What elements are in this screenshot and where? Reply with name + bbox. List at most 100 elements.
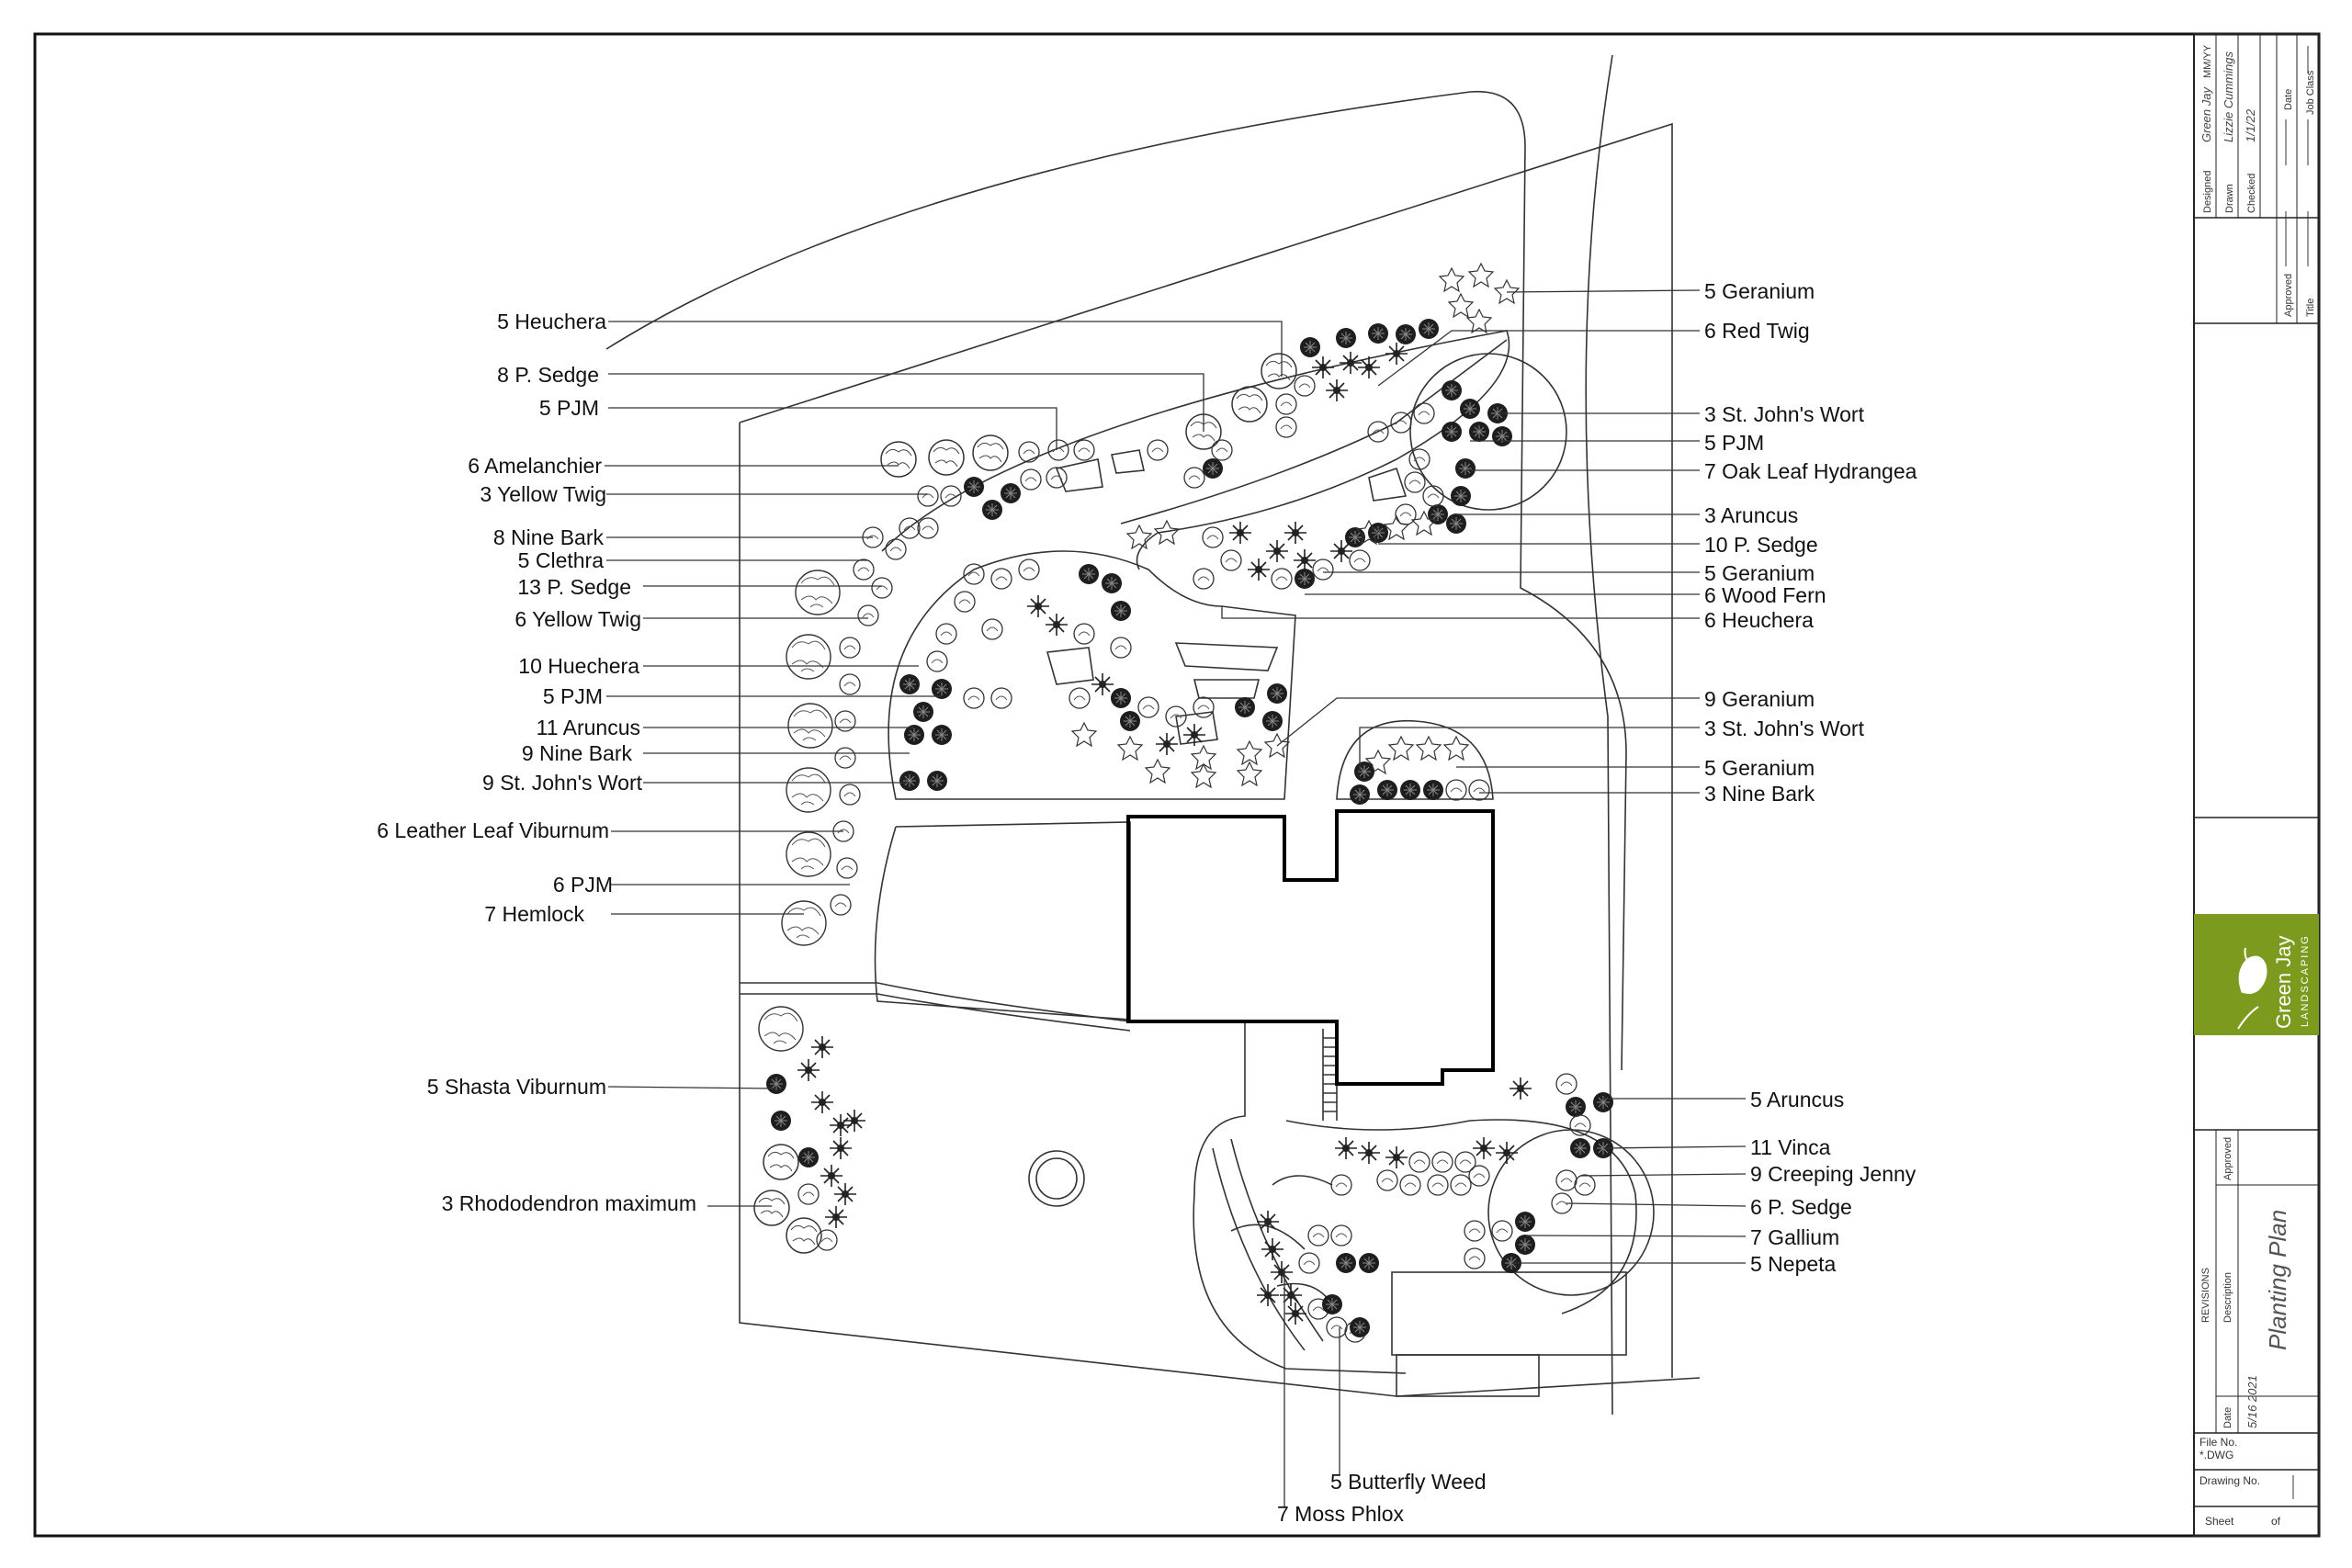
drawing-no-label: Drawing No.: [2199, 1474, 2260, 1487]
label-bottom-moss-phlox: 7 Moss Phlox: [1277, 1502, 1405, 1526]
drawn-value: Lizzie Cummings: [2222, 51, 2235, 142]
label-left-p-sedge: 8 P. Sedge: [497, 363, 599, 387]
label-left-aruncus: 11 Aruncus: [537, 716, 640, 739]
label-right-pjm: 5 PJM: [1704, 431, 1764, 455]
designed-label: Designed: [2202, 171, 2213, 213]
checked-value: 1/1/22: [2244, 108, 2257, 142]
revisions-label: REVISIONS: [2200, 1268, 2211, 1323]
site-linework: [605, 54, 1701, 1416]
patio-rectangle: [1391, 1271, 1627, 1356]
label-right-st-johns-wort: 3 St. John's Wort: [1704, 402, 1865, 426]
title-block: Designed Drawn Checked Green Jay Lizzie …: [2193, 33, 2320, 1537]
label-right-geranium-3: 5 Geranium: [1704, 756, 1815, 780]
label-right-aruncus: 3 Aruncus: [1704, 503, 1798, 527]
plant-symbols: [753, 263, 1614, 1343]
label-left-pjm-6: 6 PJM: [553, 873, 613, 897]
green-jay-logo: Green Jay LANDSCAPING: [2194, 914, 2319, 1035]
driveway-bed-plants: [1256, 1210, 1380, 1343]
labels-right: 5 Geranium 6 Red Twig 3 St. John's Wort …: [1704, 279, 1917, 1276]
job-class-label: Job Class: [2305, 70, 2316, 115]
label-right-red-twig: 6 Red Twig: [1704, 319, 1810, 343]
label-right-p-sedge: 10 P. Sedge: [1704, 533, 1818, 557]
label-left-yellow-twig: 3 Yellow Twig: [480, 482, 606, 506]
bed-northwest-edge: [739, 122, 1673, 1378]
southeast-bed-plants: [1330, 1073, 1614, 1274]
label-right-nine-bark: 3 Nine Bark: [1704, 782, 1815, 806]
label-left-huechera: 10 Huechera: [518, 654, 639, 678]
revision-description-value: Planting Plan: [2264, 1210, 2291, 1350]
label-right-geranium-2: 5 Geranium: [1704, 561, 1815, 585]
property-line-west: [739, 423, 1701, 1397]
viburnum-row: [830, 637, 861, 916]
right-bed-plants: [1349, 736, 1490, 806]
label-right-nepeta: 5 Nepeta: [1750, 1252, 1837, 1276]
label-left-clethra: 5 Clethra: [518, 548, 605, 572]
label-left-heuchera: 5 Heuchera: [497, 310, 606, 333]
file-no-value: *.DWG: [2199, 1449, 2233, 1461]
label-left-hemlock: 7 Hemlock: [484, 902, 584, 926]
lawn-bed-divider-lower: [740, 993, 1131, 1032]
hemlock-row: [758, 570, 841, 1052]
title-label: Title: [2305, 299, 2316, 317]
label-left-st-johns-wort: 9 St. John's Wort: [482, 771, 643, 795]
driveway: [1193, 1020, 1407, 1374]
upper-bed-curve: [881, 330, 1510, 570]
drawn-label: Drawn: [2224, 184, 2235, 213]
label-left-rhododendron-maximum: 3 Rhododendron maximum: [442, 1191, 696, 1215]
upper-right-bed-plants: [1126, 379, 1513, 590]
label-right-geranium-9: 9 Geranium: [1704, 687, 1815, 711]
checked-label: Checked: [2246, 174, 2257, 213]
label-left-p-sedge-13: 13 P. Sedge: [517, 575, 631, 599]
middle-bed-plants: [899, 558, 1290, 792]
bird-icon: [2238, 955, 2267, 995]
description-label: Description: [2222, 1272, 2233, 1323]
revision-approved-label: Approved: [2222, 1137, 2233, 1180]
date-header: MM/YY: [2202, 44, 2213, 78]
label-right-gallium: 7 Gallium: [1750, 1225, 1839, 1249]
label-left-nine-bark-9: 9 Nine Bark: [522, 741, 633, 765]
house-footprint: [1126, 809, 1495, 1086]
front-walk: [874, 821, 1131, 1021]
label-left-shasta-viburnum: 5 Shasta Viburnum: [427, 1075, 606, 1099]
labels-bottom: 5 Butterfly Weed 7 Moss Phlox: [1277, 1470, 1487, 1526]
revision-date-value: 5/16 2021: [2245, 1375, 2259, 1428]
leader-lines: [605, 289, 1747, 1506]
middle-bed: [888, 550, 1296, 800]
label-right-st-johns-wort-2: 3 St. John's Wort: [1704, 716, 1865, 740]
label-bottom-butterfly-weed: 5 Butterfly Weed: [1330, 1470, 1487, 1494]
of-label: of: [2271, 1515, 2281, 1528]
label-left-pjm: 5 PJM: [539, 396, 599, 420]
label-left-leather-leaf-viburnum: 6 Leather Leaf Viburnum: [377, 818, 609, 842]
date-label: Date: [2283, 89, 2294, 110]
file-no-label: File No.: [2199, 1436, 2237, 1449]
step-rectangle: [1396, 1354, 1540, 1397]
label-right-aruncus-5: 5 Aruncus: [1750, 1088, 1844, 1111]
property-line-north: [605, 90, 1627, 1071]
label-right-heuchera: 6 Heuchera: [1704, 608, 1814, 632]
label-left-yellow-twig-6: 6 Yellow Twig: [514, 607, 641, 631]
drawing-border: [33, 32, 2321, 1538]
property-line-east: [1585, 54, 1613, 1416]
fountain: [1028, 1150, 1085, 1207]
label-right-creeping-jenny: 9 Creeping Jenny: [1750, 1162, 1917, 1186]
sheet-label: Sheet: [2205, 1515, 2234, 1528]
label-right-wood-fern: 6 Wood Fern: [1704, 583, 1826, 607]
tree-canopy-circle: [1409, 353, 1567, 511]
label-left-amelanchier: 6 Amelanchier: [468, 454, 602, 478]
label-right-oak-leaf-hydrangea: 7 Oak Leaf Hydrangea: [1704, 459, 1917, 483]
revision-date-label: Date: [2222, 1407, 2233, 1428]
label-left-pjm-5: 5 PJM: [543, 684, 603, 708]
label-left-nine-bark: 8 Nine Bark: [493, 525, 605, 549]
logo-sub: LANDSCAPING: [2300, 934, 2311, 1027]
patio-curve: [1285, 1119, 1637, 1314]
label-right-vinca: 11 Vinca: [1750, 1135, 1831, 1159]
logo-name: Green Jay: [2272, 936, 2295, 1030]
shasta-rhododendron-group: [753, 1035, 866, 1254]
stepping-stones: [1046, 449, 1408, 745]
label-right-geranium: 5 Geranium: [1704, 279, 1815, 303]
designed-value: Green Jay: [2199, 86, 2213, 142]
label-right-p-sedge-6: 6 P. Sedge: [1750, 1195, 1852, 1219]
labels-left: 5 Heuchera 8 P. Sedge 5 PJM 6 Amelanchie…: [377, 310, 696, 1215]
approved-label: Approved: [2283, 274, 2294, 317]
